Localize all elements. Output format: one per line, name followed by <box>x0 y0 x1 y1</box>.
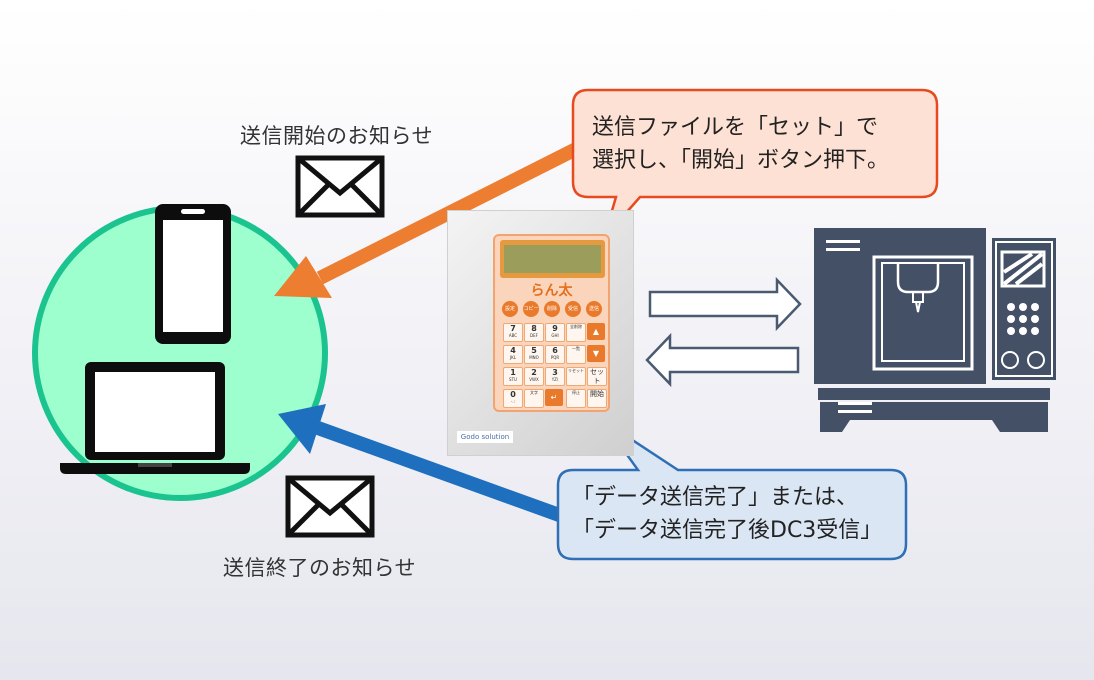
send-end-label: 送信終了のお知らせ <box>223 556 417 580</box>
blue-arrow <box>278 404 565 523</box>
cnc-machine-icon <box>814 228 1056 432</box>
callout-top-line-1: 送信ファイルを「セット」で <box>592 115 879 140</box>
key-reset[interactable]: リセット <box>566 367 586 386</box>
callout-top-line-2: 選択し、「開始」ボタン押下。 <box>592 148 890 173</box>
device-name: らん太 <box>530 283 573 299</box>
function-key-copy[interactable]: コピー <box>523 301 539 317</box>
envelope-bottom-icon <box>285 475 375 538</box>
device-brand-label: Godo solution <box>457 431 513 443</box>
smartphone-icon <box>155 204 231 344</box>
key-arrow-up-icon[interactable]: ▲ <box>587 323 605 340</box>
function-key-settings[interactable]: 設定 <box>502 301 518 317</box>
callout-bottom-line-2: 「データ送信完了後DC3受信」 <box>572 518 883 543</box>
arrow-to-machine <box>648 276 802 332</box>
key-list[interactable]: 一覧 <box>566 345 586 364</box>
callout-top-text: 送信ファイルを「セット」で 選択し、「開始」ボタン押下。 <box>592 111 889 177</box>
device-lcd-screen <box>504 245 601 273</box>
callout-bottom-shape <box>556 418 908 561</box>
laptop-icon <box>60 362 250 474</box>
key-stop[interactable]: 停止 <box>566 389 586 408</box>
send-start-label: 送信開始のお知らせ <box>240 124 434 148</box>
key-set[interactable]: セット <box>587 367 607 386</box>
callout-bottom-line-1: 「データ送信完了」または、 <box>572 485 859 510</box>
key-0[interactable]: 0-.: <box>503 389 523 408</box>
function-key-receive[interactable]: 受信 <box>565 301 581 317</box>
callout-bottom-text: 「データ送信完了」または、 「データ送信完了後DC3受信」 <box>572 481 882 547</box>
key-enter-icon[interactable]: ↵ <box>545 389 563 406</box>
key-character[interactable]: 文字 <box>524 389 544 408</box>
function-key-send[interactable]: 送信 <box>586 301 602 317</box>
key-clear-all[interactable]: 全削除 <box>566 323 586 342</box>
envelope-top-icon <box>295 155 385 218</box>
function-key-delete[interactable]: 削除 <box>544 301 560 317</box>
arrow-from-machine <box>645 332 800 388</box>
key-start[interactable]: 開始 <box>587 389 607 408</box>
key-arrow-down-icon[interactable]: ▼ <box>587 345 605 362</box>
